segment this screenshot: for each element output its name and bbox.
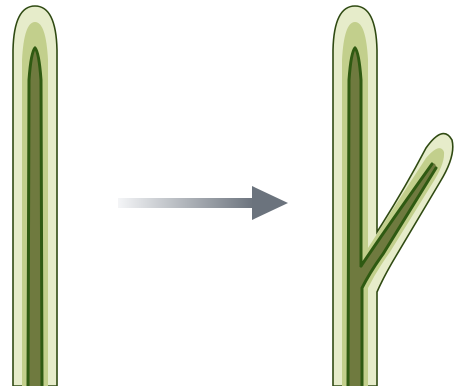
unbranched-shoot [13,6,57,386]
arrow-shaft [118,198,254,208]
transition-arrow [118,186,288,220]
branched-shoot [333,6,453,386]
arrow-head [252,186,288,220]
